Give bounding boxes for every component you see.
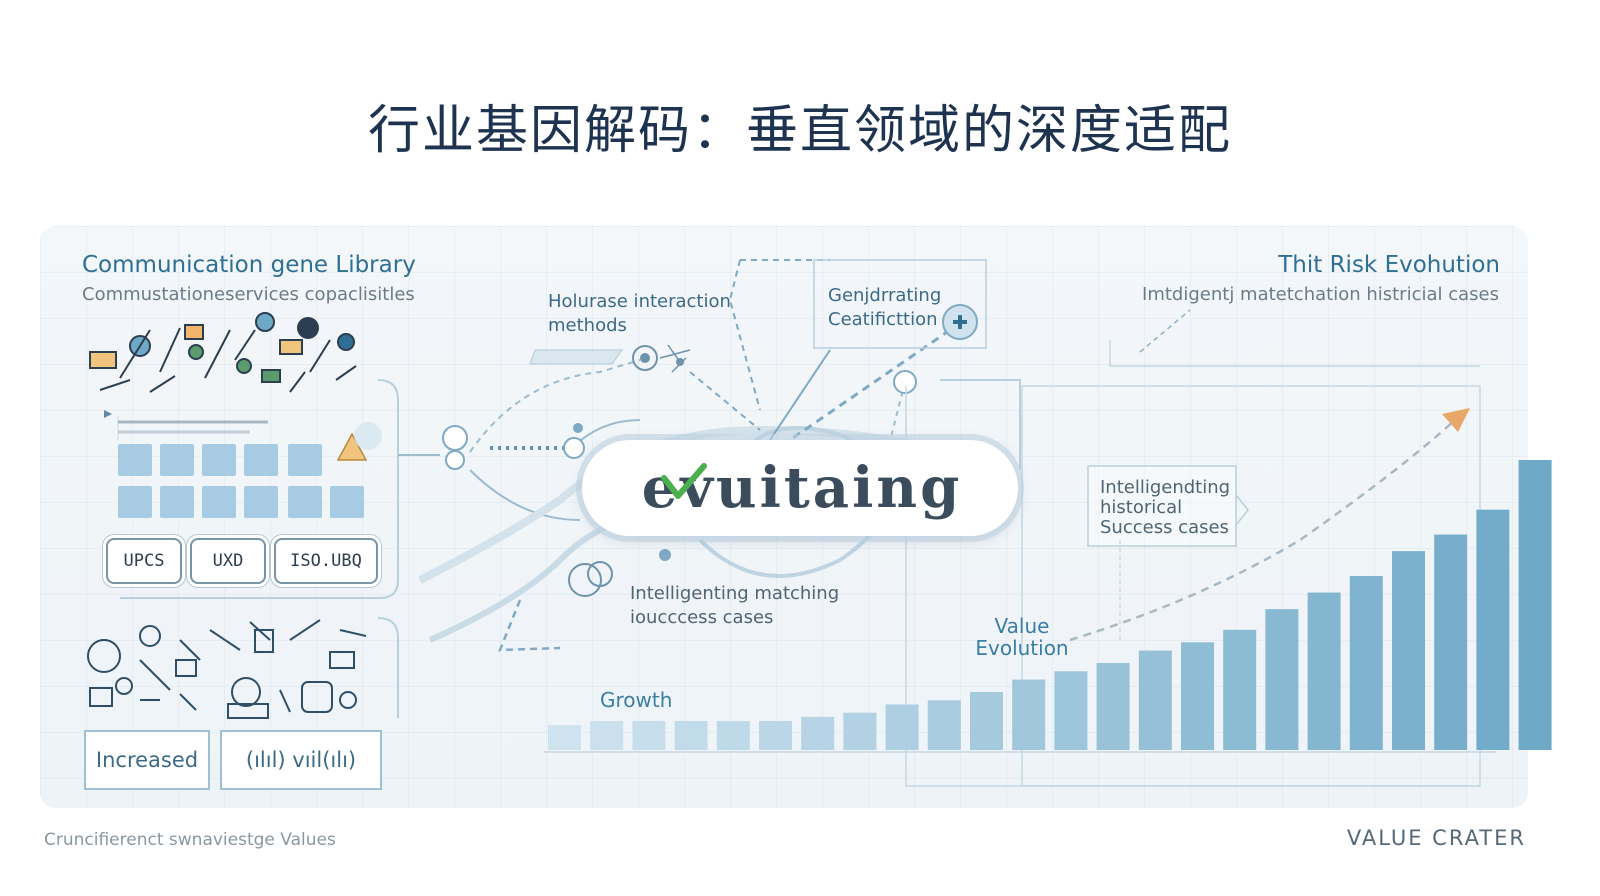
signal-button[interactable]: (ılıl) vıil(ılı) bbox=[220, 730, 382, 790]
center-label: evuitaing bbox=[641, 455, 963, 521]
interaction-methods-label: Holurase interaction methods bbox=[548, 291, 731, 336]
center-pill bbox=[582, 440, 1018, 536]
footer-caption: Cruncifierenct swnaviestge Values bbox=[44, 830, 336, 850]
increased-button[interactable]: Increased bbox=[84, 730, 210, 790]
page-title: 行业基因解码：垂直领域的深度适配 bbox=[367, 101, 1232, 161]
bar bbox=[1138, 650, 1172, 750]
bar bbox=[548, 725, 581, 750]
certification-label: Genjdrrating Ceatificttion bbox=[828, 285, 942, 330]
bar bbox=[1307, 592, 1341, 750]
module-tile bbox=[160, 444, 194, 476]
bar bbox=[1265, 609, 1299, 750]
bar bbox=[1349, 576, 1383, 750]
bar bbox=[1012, 679, 1046, 750]
bar bbox=[843, 712, 877, 750]
module-tile bbox=[202, 444, 236, 476]
growth-label: Growth bbox=[600, 688, 673, 712]
bar bbox=[759, 721, 792, 750]
bar bbox=[801, 716, 835, 750]
bar bbox=[970, 692, 1003, 750]
bar bbox=[927, 700, 961, 750]
bar bbox=[1223, 629, 1257, 750]
bar bbox=[674, 721, 708, 750]
module-tile bbox=[288, 444, 322, 476]
module-tile bbox=[202, 486, 236, 518]
tag-iso-ubq[interactable]: ISO.UBQ bbox=[274, 538, 378, 584]
module-tile bbox=[288, 486, 322, 518]
risk-evolution-title: Thit Risk Evohution bbox=[1278, 252, 1500, 278]
bar bbox=[632, 721, 666, 750]
bar bbox=[1096, 663, 1130, 750]
bar bbox=[1392, 551, 1425, 750]
library-title: Communication gene Library bbox=[82, 252, 416, 278]
tag-uxd[interactable]: UXD bbox=[190, 538, 266, 584]
module-tile bbox=[244, 486, 278, 518]
bar bbox=[1518, 460, 1552, 750]
module-tile bbox=[330, 486, 364, 518]
module-tile bbox=[244, 444, 278, 476]
footer-brand: VALUE CRATER bbox=[1346, 826, 1526, 850]
matching-cases-label: Intelligenting matching ioucccess cases bbox=[630, 583, 840, 628]
tag-upcs[interactable]: UPCS bbox=[106, 538, 182, 584]
bar bbox=[885, 704, 919, 750]
module-tile bbox=[160, 486, 194, 518]
risk-evolution-subtitle: Imtdigentj matetchation histricial cases bbox=[1142, 284, 1499, 305]
value-evolution-label: Value Evolution bbox=[975, 614, 1069, 660]
bar bbox=[1054, 671, 1088, 750]
module-tile bbox=[118, 486, 152, 518]
bar bbox=[716, 721, 750, 750]
module-tile bbox=[118, 444, 152, 476]
historical-cases-label: Intelligendting historical Success cases bbox=[1100, 477, 1231, 538]
library-subtitle: Commustationeservices copaclisitles bbox=[82, 284, 415, 305]
bar bbox=[1181, 642, 1214, 750]
bar bbox=[1476, 509, 1510, 750]
bar bbox=[590, 721, 624, 750]
bar bbox=[1434, 534, 1468, 750]
